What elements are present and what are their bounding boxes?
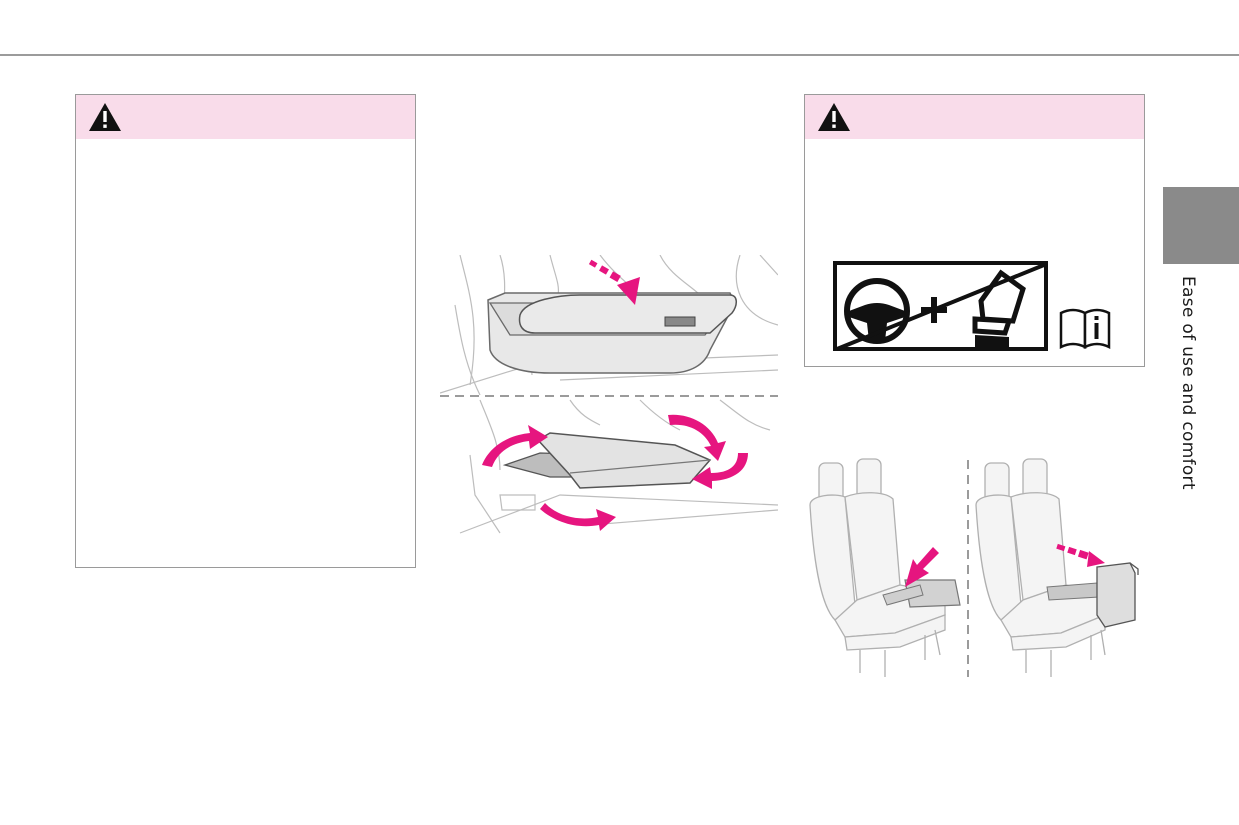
prohibition-pictogram xyxy=(833,261,1115,358)
steering-wheel-icon xyxy=(844,278,910,344)
warning-triangle-icon xyxy=(89,103,121,131)
section-tab-label: Ease of use and comfort xyxy=(1178,276,1198,490)
warning-triangle-icon xyxy=(818,103,850,131)
seat-illustration xyxy=(805,455,1145,685)
seat-icon xyxy=(972,269,1026,347)
warning-box-right xyxy=(804,94,1145,367)
warning-box-left xyxy=(75,94,416,568)
warning-header xyxy=(76,95,415,139)
armrest-illustration xyxy=(439,254,779,535)
warning-header xyxy=(805,95,1144,139)
manual-book-icon xyxy=(1059,308,1111,350)
header-rule xyxy=(0,54,1239,56)
section-tab xyxy=(1163,187,1239,264)
